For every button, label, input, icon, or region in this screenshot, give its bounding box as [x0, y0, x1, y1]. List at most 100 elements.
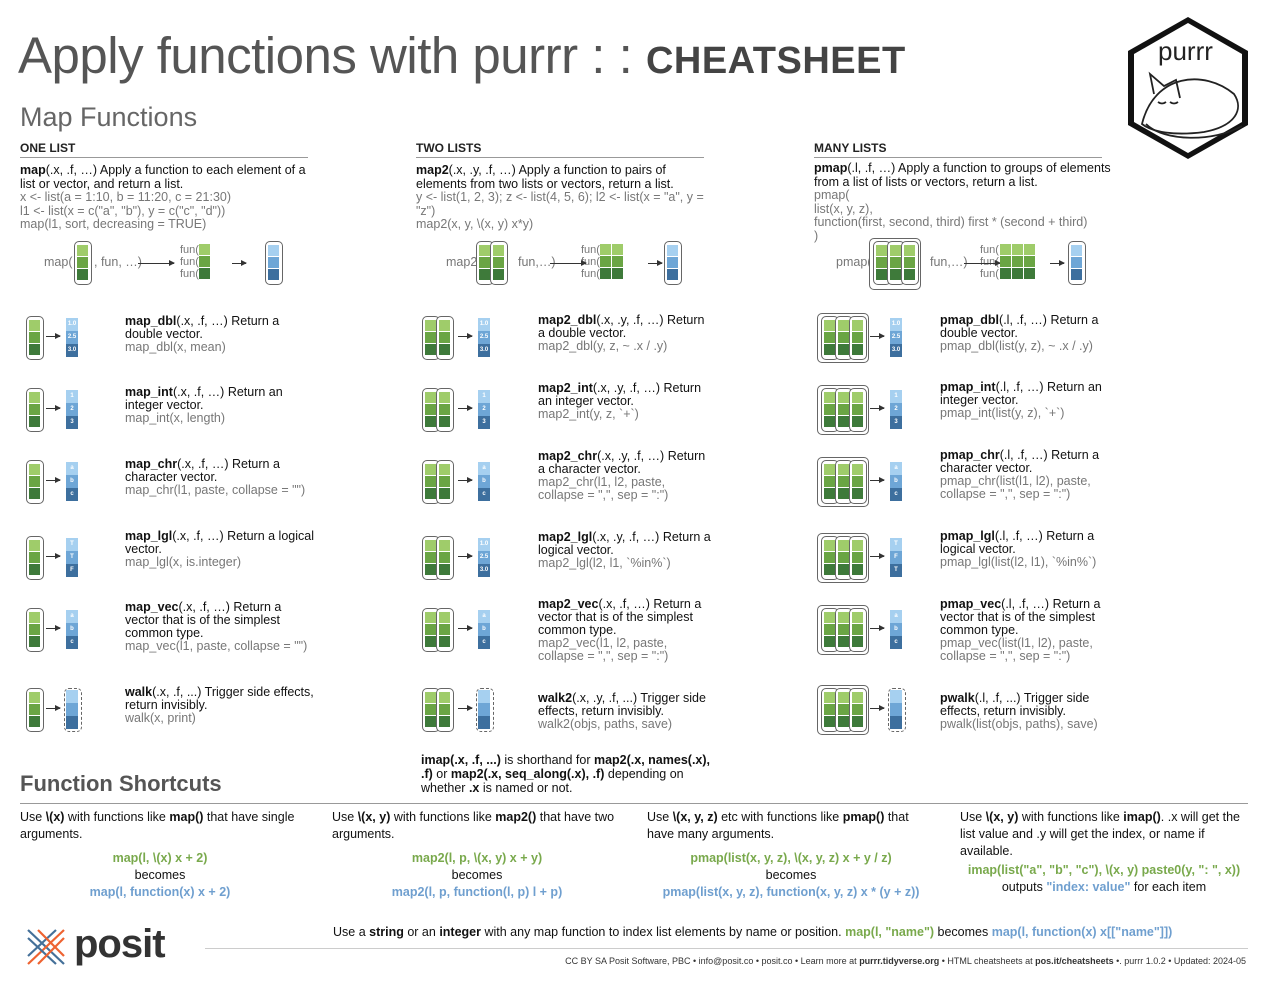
- function-desc: Return a character vector.: [538, 449, 706, 476]
- element-square: [425, 636, 436, 647]
- function-desc: Return a character vector.: [125, 457, 280, 484]
- function-args: (.l, .f, ...): [974, 691, 1021, 705]
- arrow-icon: [870, 333, 885, 339]
- element-square: [425, 476, 436, 487]
- function-entry: pmap_int(.l, .f, …) Return an integer ve…: [940, 381, 1115, 420]
- element-square: [824, 704, 835, 715]
- shortcut-many: Use \(x, y, z) etc with functions like p…: [647, 810, 909, 841]
- arrow-icon: [1050, 260, 1065, 266]
- element-square: [29, 624, 40, 635]
- posit-logo: posit: [24, 922, 214, 970]
- element-square: [904, 257, 915, 268]
- output-value: T: [66, 538, 78, 551]
- output-value: b: [66, 475, 78, 488]
- element-square: [1012, 244, 1023, 255]
- element-square: [852, 692, 863, 703]
- function-desc: Return an integer vector.: [125, 385, 283, 412]
- diagram-mid: fun,…): [930, 255, 968, 269]
- output-value: c: [66, 488, 78, 501]
- output-value: 3: [66, 416, 78, 429]
- element-square: [838, 716, 849, 727]
- function-desc: Return a character vector.: [940, 448, 1100, 475]
- function-example: map2_chr(l1, l2, paste, collapse = ",", …: [538, 475, 669, 502]
- output-value: [478, 716, 490, 729]
- element-square: [425, 404, 436, 415]
- element-square: [838, 332, 849, 343]
- element-square: [838, 692, 849, 703]
- element-square: [439, 416, 450, 427]
- element-square: [824, 612, 835, 623]
- arrow-icon: [870, 553, 885, 559]
- diagram-mid: , fun, …): [94, 255, 142, 269]
- function-entry: pmap_lgl(.l, .f, …) Return a logical vec…: [940, 530, 1115, 569]
- output-value: T: [890, 564, 902, 577]
- arrow-icon: [870, 477, 885, 483]
- posit-mark-icon: [27, 929, 65, 965]
- output-value: 1.0: [890, 318, 902, 331]
- element-square: [600, 244, 611, 255]
- element-square: [268, 257, 279, 268]
- element-square: [824, 332, 835, 343]
- arrow-icon: [46, 477, 61, 483]
- function-desc: Return a vector that is of the simplest …: [125, 600, 282, 640]
- element-square: [29, 704, 40, 715]
- element-square: [29, 488, 40, 499]
- function-example: map2_dbl(y, z, ~ .x / .y): [538, 339, 668, 353]
- element-square: [439, 564, 450, 575]
- arrow-icon: [458, 405, 473, 411]
- output-value: 2: [66, 403, 78, 416]
- element-square: [29, 344, 40, 355]
- element-square: [852, 704, 863, 715]
- element-square: [838, 476, 849, 487]
- sleeping-cat-icon: [1140, 71, 1243, 139]
- element-square: [1071, 245, 1082, 256]
- element-square: [29, 636, 40, 647]
- element-square: [838, 564, 849, 575]
- output-value: 3.0: [66, 344, 78, 357]
- element-square: [29, 612, 40, 623]
- function-entry: map_chr(.x, .f, …) Return a character ve…: [125, 458, 315, 497]
- element-square: [612, 256, 623, 267]
- function-name: map2_int: [538, 381, 593, 395]
- logo-text: purrr: [1158, 36, 1213, 66]
- element-square: [838, 320, 849, 331]
- element-square: [199, 268, 210, 279]
- element-square: [838, 612, 849, 623]
- element-square: [824, 392, 835, 403]
- arrow-icon: [458, 477, 473, 483]
- function-example: walk(x, print): [125, 711, 196, 725]
- element-square: [199, 256, 210, 267]
- element-square: [852, 332, 863, 343]
- function-desc: Trigger side effects, return invisibly.: [125, 685, 314, 712]
- element-square: [439, 612, 450, 623]
- element-square: [29, 692, 40, 703]
- divider: [20, 803, 1248, 804]
- output-value: 3.0: [478, 564, 490, 577]
- output-value: 2.5: [890, 331, 902, 344]
- element-square: [425, 564, 436, 575]
- output-value: c: [890, 636, 902, 649]
- output-value: [66, 703, 78, 716]
- element-square: [29, 552, 40, 563]
- element-square: [439, 320, 450, 331]
- function-args: (.x, .f, …): [172, 529, 224, 543]
- element-square: [667, 245, 678, 256]
- element-square: [29, 464, 40, 475]
- element-square: [439, 404, 450, 415]
- output-value: 3.0: [478, 344, 490, 357]
- element-square: [493, 257, 504, 268]
- arrow-icon: [458, 333, 473, 339]
- element-square: [29, 564, 40, 575]
- function-name: map_int: [125, 385, 173, 399]
- purrr-hex-logo: purrr: [1124, 14, 1252, 162]
- output-value: 2.5: [478, 331, 490, 344]
- output-value: 3: [890, 416, 902, 429]
- arrow-icon: [46, 625, 61, 631]
- element-square: [824, 320, 835, 331]
- function-entry: walk2(.x, .y, .f, ...) Trigger side effe…: [538, 692, 713, 731]
- output-value: 1.0: [478, 538, 490, 551]
- function-entry: pmap_chr(.l, .f, …) Return a character v…: [940, 449, 1115, 501]
- element-square: [439, 464, 450, 475]
- output-value: [66, 716, 78, 729]
